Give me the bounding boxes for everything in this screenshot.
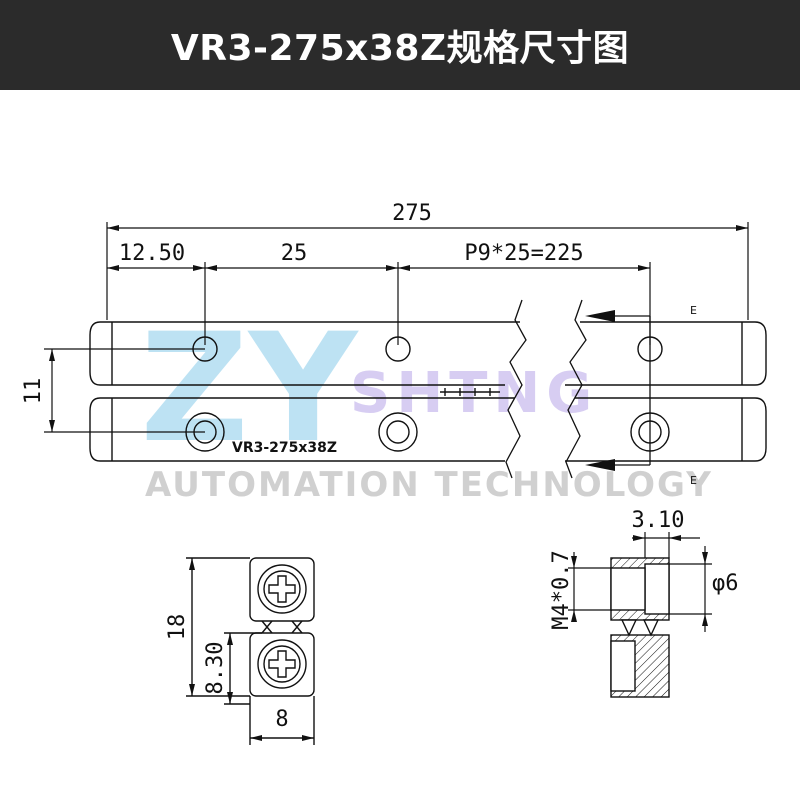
dim-overall-length: 275 xyxy=(392,201,432,226)
rail-spacing-dim xyxy=(44,348,205,433)
section-screw-arrows xyxy=(189,558,314,741)
watermark: ZY SHTNG AUTOMATION TECHNOLOGY xyxy=(140,302,713,505)
watermark-tagline: AUTOMATION TECHNOLOGY xyxy=(145,465,713,505)
dim-rail-spacing: 11 xyxy=(21,378,46,405)
break-lines xyxy=(505,299,587,479)
dim-counterbore-depth: 3.10 xyxy=(632,508,685,533)
section-view-hatched xyxy=(610,557,670,698)
page-title: VR3-275x38Z规格尺寸图 xyxy=(170,28,630,69)
watermark-logo: ZY xyxy=(140,302,360,476)
dim-counterbore-diameter: φ6 xyxy=(712,571,739,596)
rail-spacing-arrows xyxy=(49,349,55,432)
section-mark-top: E xyxy=(690,304,697,317)
section-line xyxy=(590,315,651,466)
dim-section-height: 18 xyxy=(165,614,190,641)
dim-section-half-height: 8.30 xyxy=(203,642,228,695)
title-bar: VR3-275x38Z规格尺寸图 xyxy=(0,0,800,90)
section-arrows xyxy=(585,310,615,471)
dim-pitch: 25 xyxy=(281,241,308,266)
dim-section-width: 8 xyxy=(275,707,288,732)
dim-pitch-total: P9*25=225 xyxy=(464,241,583,266)
dimension-arrows xyxy=(107,225,748,271)
dim-end-offset: 12.50 xyxy=(119,241,185,266)
section-mark-bottom: E xyxy=(690,474,697,487)
part-label: VR3-275x38Z xyxy=(232,440,337,456)
dim-thread: M4*0.7 xyxy=(549,550,574,629)
hatched-dim-arrows xyxy=(571,535,708,626)
